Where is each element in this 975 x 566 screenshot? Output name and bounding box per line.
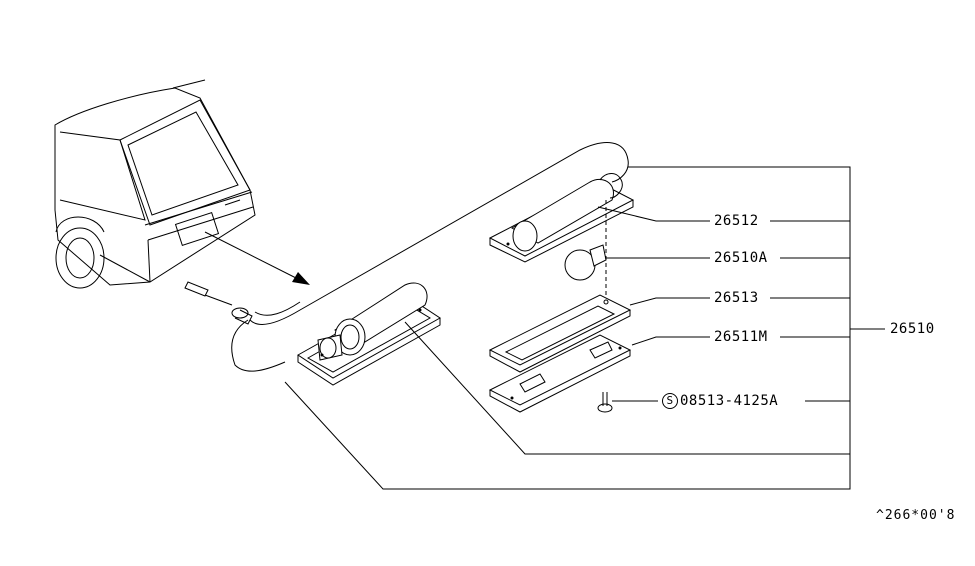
part-label-26512: 26512 bbox=[714, 213, 759, 229]
assembly-wire-loop bbox=[249, 142, 629, 325]
screw-part-number: 08513-4125A bbox=[680, 393, 779, 409]
part-label-26511M: 26511M bbox=[714, 329, 768, 345]
screw-part bbox=[597, 392, 613, 413]
location-arrow bbox=[204, 231, 310, 285]
screw-symbol-icon: S bbox=[662, 393, 678, 409]
leader-lines bbox=[284, 166, 885, 490]
vehicle-illustration bbox=[54, 79, 256, 289]
gasket-26513 bbox=[488, 294, 632, 373]
part-label-26513: 26513 bbox=[714, 290, 759, 306]
lamp-housing-26512 bbox=[488, 173, 635, 263]
lens-26511M bbox=[488, 334, 632, 413]
part-label-26510A: 26510A bbox=[714, 250, 768, 266]
part-label-26510: 26510 bbox=[890, 321, 935, 337]
bulb-26510A bbox=[564, 200, 607, 298]
harness-connector bbox=[184, 281, 253, 325]
diagram-reference-code: ^266*00'8 bbox=[876, 508, 956, 523]
lamp-assembly bbox=[297, 282, 441, 386]
